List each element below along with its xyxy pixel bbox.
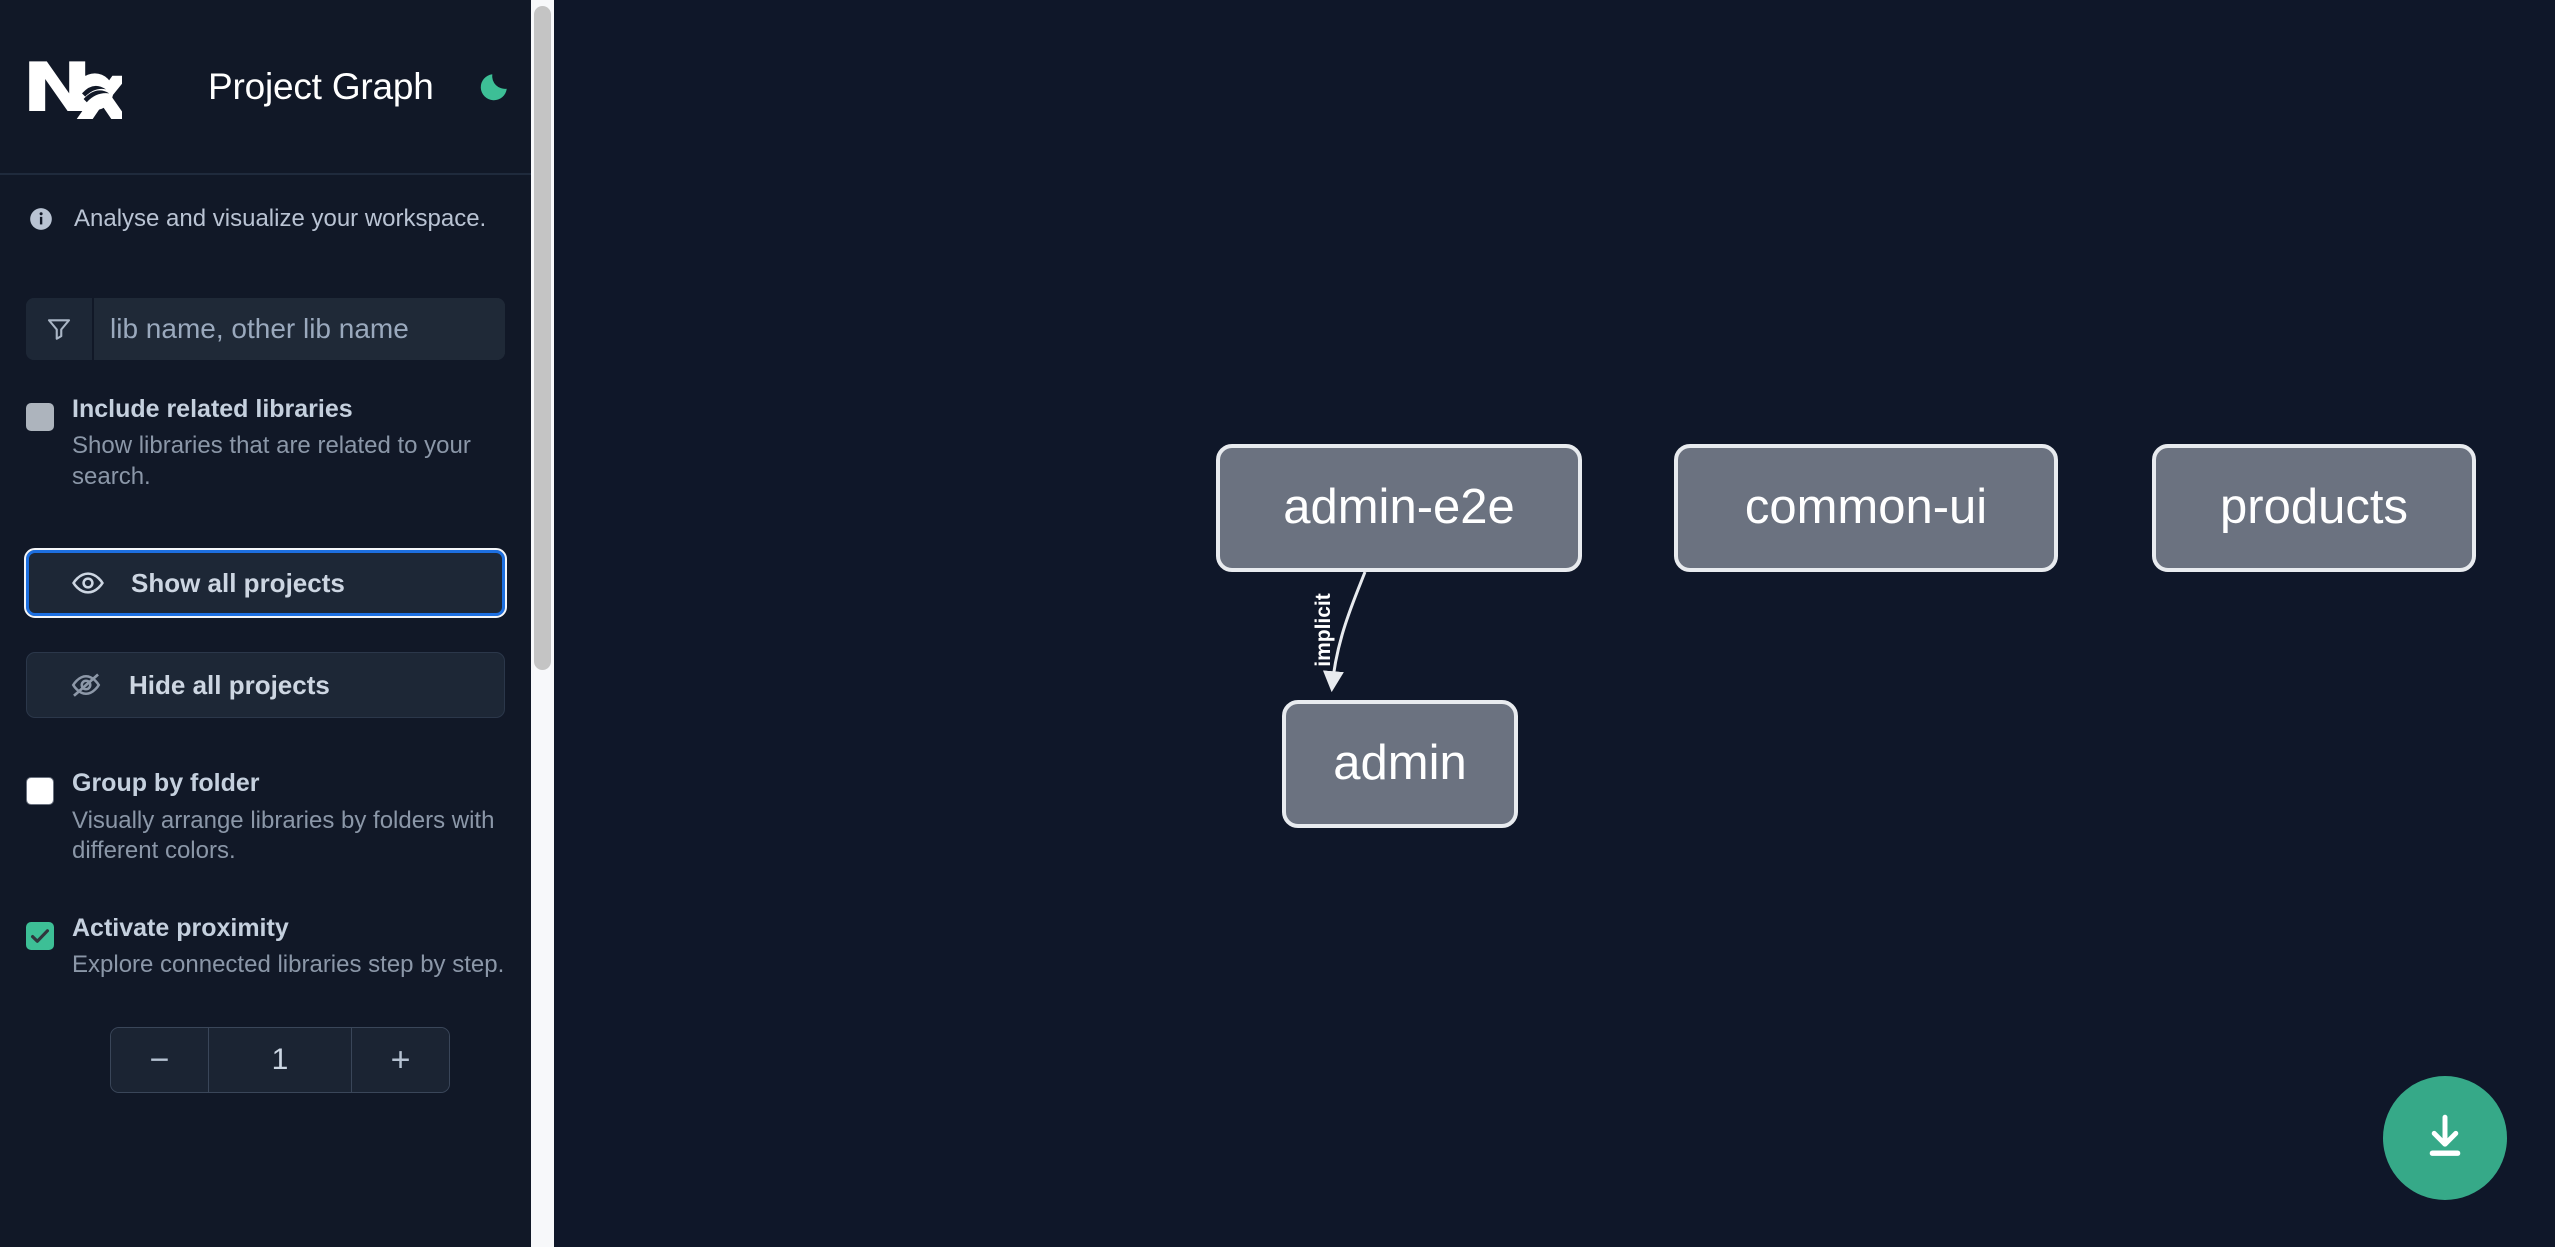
- download-icon: [2418, 1110, 2472, 1167]
- node-label-products: products: [2220, 480, 2408, 534]
- option-group-by-folder[interactable]: Group by folder Visually arrange librari…: [0, 768, 531, 867]
- include-related-libraries-label: Include related libraries: [72, 394, 353, 423]
- include-related-libraries-checkbox[interactable]: [26, 402, 54, 431]
- search-input[interactable]: [94, 297, 505, 360]
- sidebar-header: Project Graph: [0, 0, 531, 175]
- search-bar: [26, 297, 505, 360]
- node-label-admin-e2e: admin-e2e: [1283, 480, 1515, 534]
- proximity-decrement-button[interactable]: −: [111, 1028, 209, 1093]
- option-include-related-libraries[interactable]: Include related libraries Show libraries…: [0, 394, 531, 493]
- proximity-stepper: − 1 +: [110, 1027, 450, 1094]
- hide-all-projects-label: Hide all projects: [129, 669, 330, 700]
- project-graph-svg: implicit implicit admin-e2e common-ui pr…: [1216, 444, 2476, 828]
- download-graph-button[interactable]: [2383, 1076, 2507, 1200]
- proximity-value: 1: [271, 1043, 289, 1077]
- edge-label-implicit-admin: implicit: [1312, 593, 1335, 667]
- hide-all-projects-button[interactable]: Hide all projects: [26, 652, 505, 719]
- show-all-projects-label: Show all projects: [131, 567, 345, 598]
- moon-icon[interactable]: [474, 67, 514, 107]
- graph-edge-admin-e2e-to-admin[interactable]: implicit: [1312, 571, 1367, 693]
- graph-canvas[interactable]: implicit implicit admin-e2e common-ui pr…: [554, 0, 2555, 1247]
- workspace-info-text: Analyse and visualize your workspace.: [74, 205, 487, 232]
- activate-proximity-label: Activate proximity: [72, 914, 289, 943]
- graph-node-products[interactable]: products: [2152, 444, 2476, 572]
- graph-node-common-ui[interactable]: common-ui: [1674, 444, 2058, 572]
- filter-icon: [26, 297, 94, 360]
- group-by-folder-checkbox[interactable]: [26, 777, 54, 806]
- graph-node-admin-e2e[interactable]: admin-e2e: [1216, 444, 1582, 572]
- node-label-admin: admin: [1333, 736, 1466, 790]
- activate-proximity-checkbox[interactable]: [26, 922, 54, 951]
- workspace-info: Analyse and visualize your workspace.: [0, 175, 531, 234]
- eye-icon: [71, 566, 105, 600]
- group-by-folder-label: Group by folder: [72, 769, 260, 798]
- sidebar: Project Graph Analyse and visualize yo: [0, 0, 554, 1247]
- group-by-folder-description: Visually arrange libraries by folders wi…: [72, 806, 495, 865]
- sidebar-scrollbar-thumb[interactable]: [534, 6, 551, 670]
- sidebar-scrollbar-track[interactable]: [531, 0, 554, 1247]
- info-icon: [28, 206, 54, 232]
- node-label-common-ui: common-ui: [1745, 480, 1987, 534]
- page-title: Project Graph: [208, 65, 434, 107]
- include-related-libraries-description: Show libraries that are related to your …: [72, 432, 471, 490]
- graph-node-admin[interactable]: admin: [1282, 700, 1518, 828]
- sidebar-content: Project Graph Analyse and visualize yo: [0, 0, 531, 1247]
- eye-off-icon: [69, 668, 103, 702]
- nx-logo-icon: [26, 55, 129, 121]
- show-all-projects-button[interactable]: Show all projects: [24, 548, 507, 619]
- activate-proximity-description: Explore connected libraries step by step…: [72, 951, 505, 979]
- option-activate-proximity[interactable]: Activate proximity Explore connected lib…: [0, 913, 531, 981]
- proximity-increment-button[interactable]: +: [351, 1028, 449, 1093]
